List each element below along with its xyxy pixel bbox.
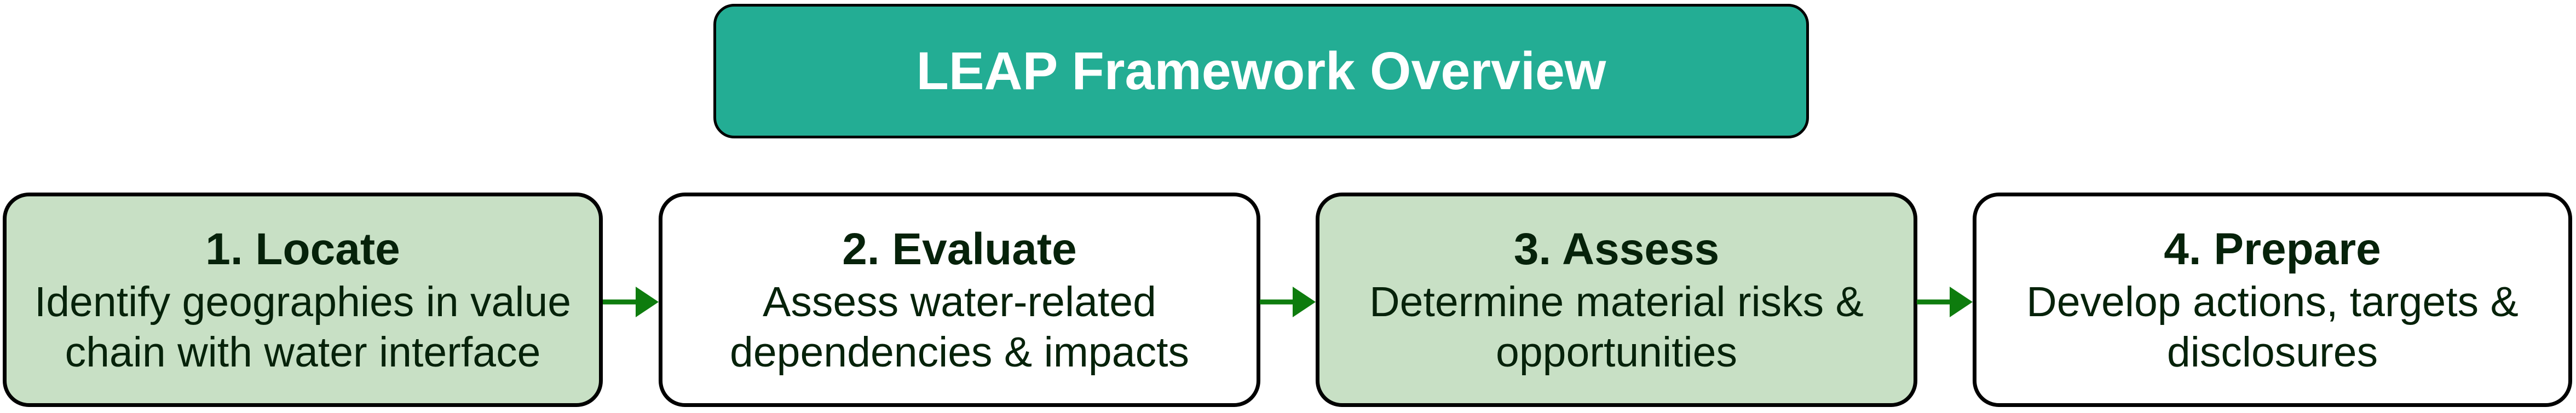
step-description: Determine material risks & opportunities: [1369, 278, 1864, 376]
step-description: Identify geographies in value chain with…: [34, 278, 572, 376]
title-box: LEAP Framework Overview: [713, 4, 1809, 138]
step-heading: 4. Prepare: [2164, 224, 2381, 274]
step-heading: 1. Locate: [205, 224, 400, 274]
step-description: Develop actions, targets & disclosures: [2026, 278, 2519, 376]
step-box-prepare: 4. Prepare Develop actions, targets & di…: [1973, 193, 2572, 407]
flow-arrow-icon: [1917, 272, 1973, 332]
step-description: Assess water-related dependencies & impa…: [730, 278, 1189, 376]
flow-arrow-icon: [1260, 272, 1316, 332]
diagram-title: LEAP Framework Overview: [916, 41, 1606, 101]
step-heading: 2. Evaluate: [842, 224, 1077, 274]
flow-arrow-icon: [603, 272, 659, 332]
step-heading: 3. Assess: [1513, 224, 1720, 274]
step-box-locate: 1. Locate Identify geographies in value …: [3, 193, 603, 407]
step-box-evaluate: 2. Evaluate Assess water-related depende…: [659, 193, 1260, 407]
step-box-assess: 3. Assess Determine material risks & opp…: [1316, 193, 1917, 407]
